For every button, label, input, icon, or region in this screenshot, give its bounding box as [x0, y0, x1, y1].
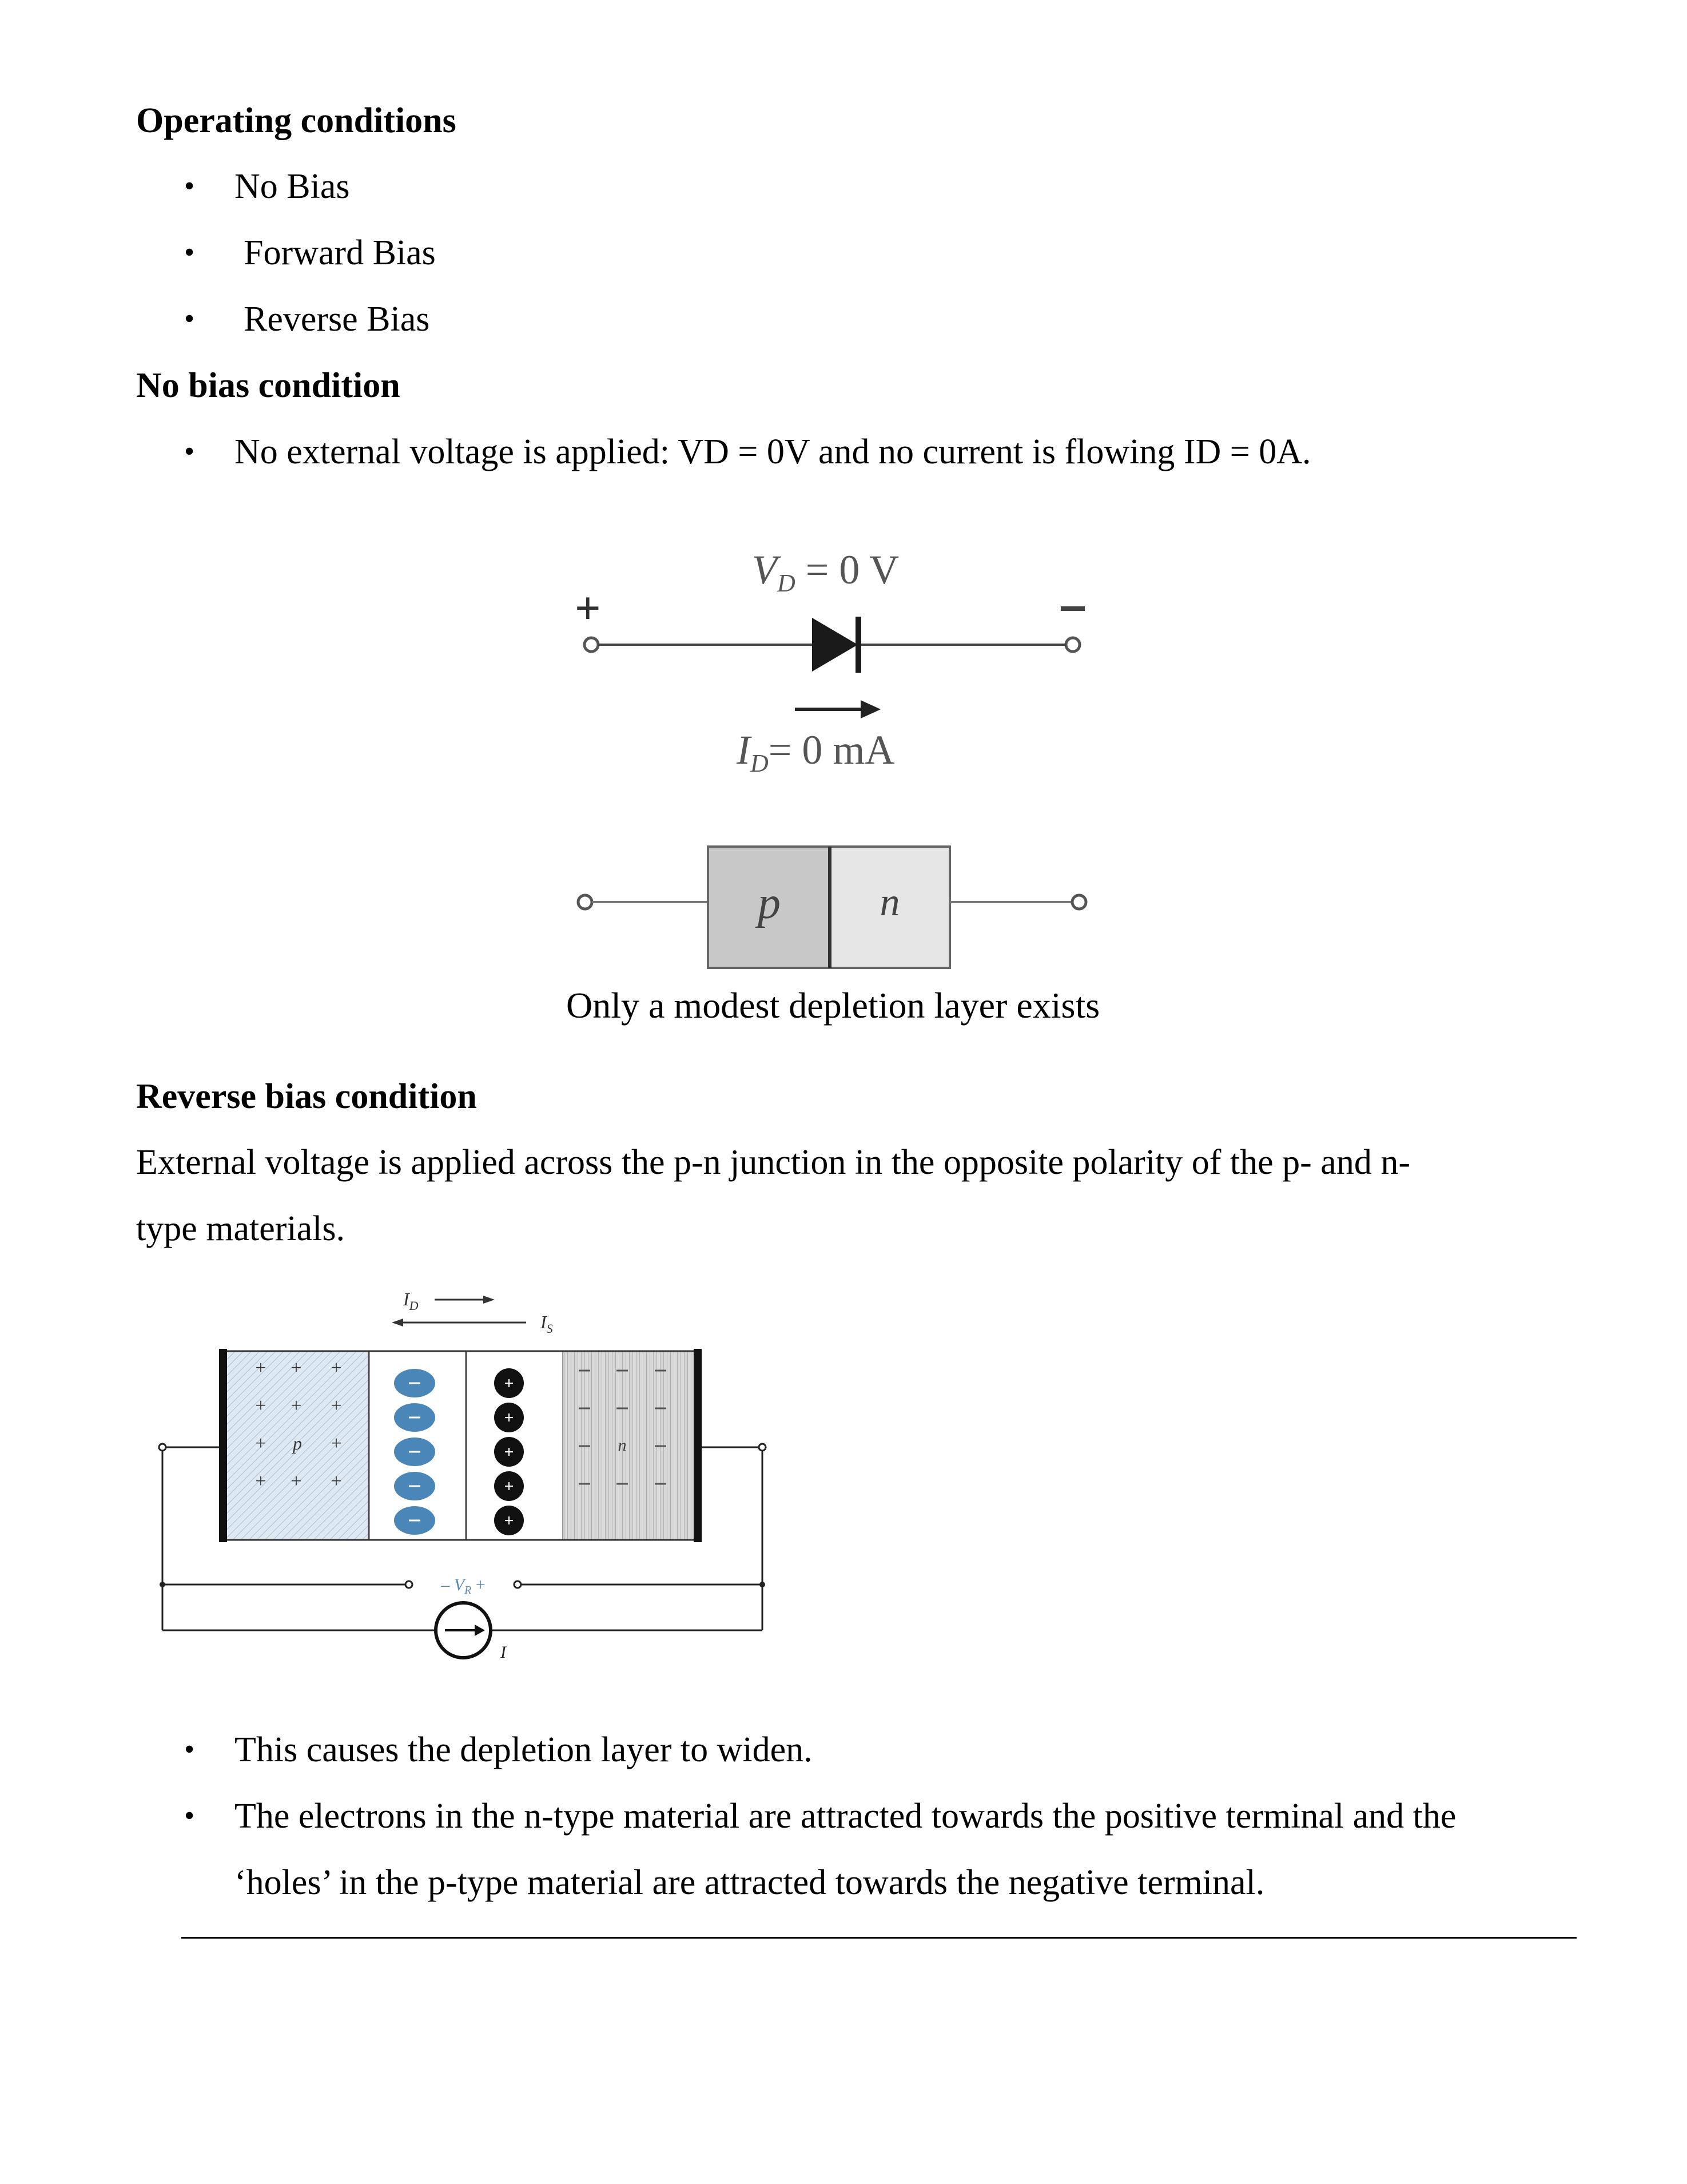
p-label: p — [292, 1433, 302, 1454]
i-source-label: I — [500, 1643, 507, 1662]
svg-text:+: + — [504, 1443, 514, 1462]
left-contact — [219, 1349, 227, 1542]
svg-text:+: + — [504, 1511, 514, 1530]
bullet-marker: • — [184, 435, 195, 468]
figure1-caption: Only a modest depletion layer exists — [566, 985, 1100, 1026]
positive-ions — [494, 1368, 524, 1535]
id-current-label: ID — [403, 1289, 419, 1313]
n-label: n — [618, 1436, 627, 1455]
p-label: p — [755, 878, 781, 928]
right-terminal — [1064, 636, 1081, 653]
svg-text:+: + — [331, 1471, 341, 1492]
svg-text:+: + — [255, 1471, 266, 1492]
svg-text:+: + — [331, 1395, 341, 1416]
reverse-bias-bullet-2-line1: The electrons in the n-type material are… — [234, 1797, 1457, 1836]
svg-text:+: + — [255, 1357, 266, 1379]
vr-source-label: – VR + — [440, 1575, 485, 1597]
bullet-marker: • — [184, 303, 195, 335]
svg-text:+: + — [291, 1471, 301, 1492]
bullet-marker: • — [184, 170, 195, 202]
list-item-reverse-bias: Reverse Bias — [244, 300, 430, 339]
list-item-forward-bias: Forward Bias — [244, 233, 436, 272]
svg-text:+: + — [331, 1433, 341, 1454]
n-label: n — [880, 880, 900, 924]
bullet-marker: • — [184, 236, 195, 269]
vd-label: VD = 0 V — [752, 547, 899, 597]
reverse-bias-heading: Reverse bias condition — [136, 1077, 477, 1116]
p-region — [226, 1351, 369, 1540]
svg-text:+: + — [504, 1477, 514, 1496]
p-region — [707, 845, 831, 969]
n-region — [829, 845, 951, 969]
no-bias-heading: No bias condition — [136, 366, 400, 405]
svg-text:+: + — [504, 1374, 514, 1393]
negative-terminal-sign — [1061, 606, 1085, 611]
left-terminal — [583, 636, 600, 653]
svg-text:+: + — [255, 1433, 266, 1454]
footer-rule — [181, 1937, 1577, 1939]
list-item-no-bias: No Bias — [234, 167, 350, 206]
no-bias-description: No external voltage is applied: VD = 0V … — [234, 432, 1311, 471]
no-bias-diode-figure: VD = 0 V + ID= 0 mA p n — [575, 547, 1088, 969]
operating-conditions-heading: Operating conditions — [136, 101, 456, 140]
bullet-marker: • — [184, 1800, 195, 1832]
positive-terminal-sign: + — [575, 583, 601, 634]
reverse-bias-bullet-1: This causes the depletion layer to widen… — [234, 1730, 813, 1769]
svg-text:+: + — [291, 1357, 301, 1379]
svg-text:+: + — [331, 1357, 341, 1379]
right-contact — [694, 1349, 702, 1542]
svg-text:+: + — [291, 1395, 301, 1416]
svg-text:+: + — [255, 1395, 266, 1416]
reverse-bias-bullet-2-line2: ‘holes’ in the p-type material are attra… — [234, 1863, 1265, 1902]
reverse-bias-junction-figure: ID IS + + + + + + + + + + + p n — [158, 1289, 767, 1662]
reverse-bias-paragraph-line1: External voltage is applied across the p… — [136, 1143, 1410, 1182]
external-circuit — [161, 1446, 763, 1631]
is-current-label: IS — [540, 1312, 553, 1336]
svg-text:+: + — [504, 1408, 514, 1427]
diode-symbol — [812, 618, 858, 672]
bullet-marker: • — [184, 1733, 195, 1766]
id-label: ID= 0 mA — [736, 727, 894, 777]
reverse-bias-paragraph-line2: type materials. — [136, 1209, 345, 1248]
